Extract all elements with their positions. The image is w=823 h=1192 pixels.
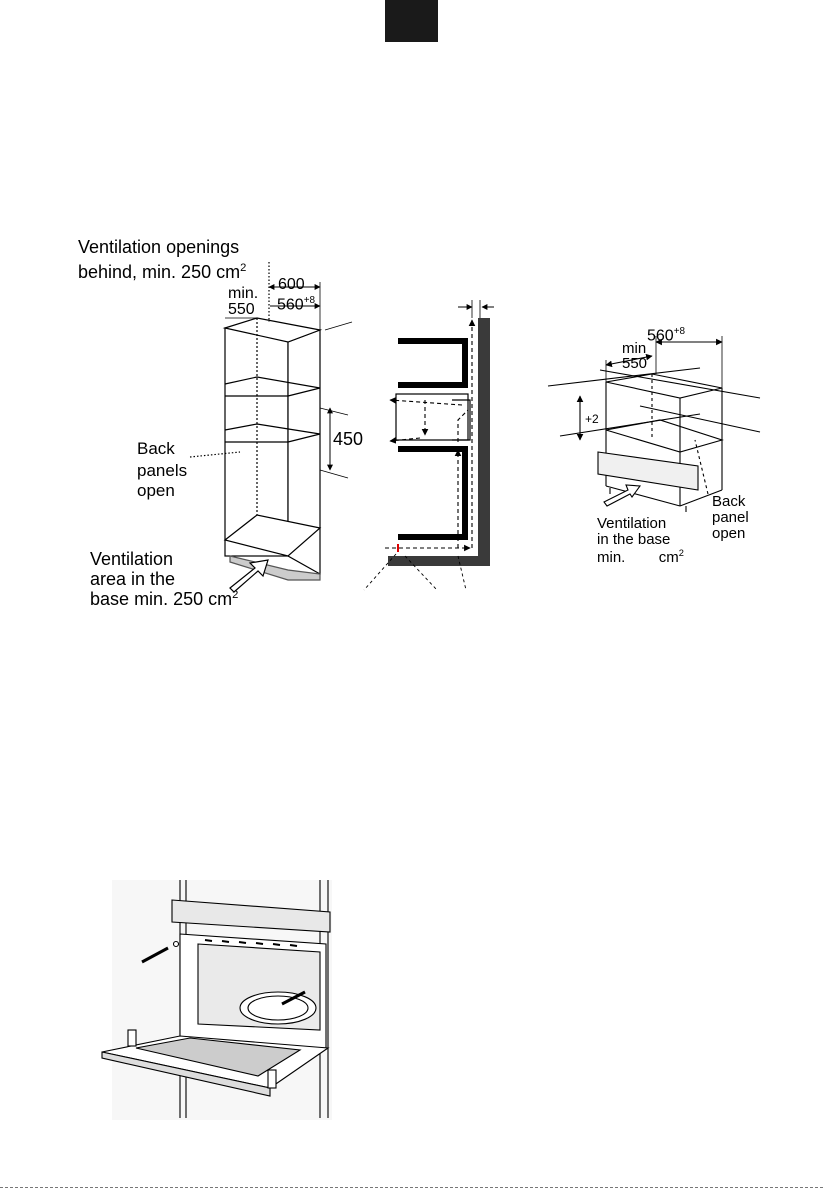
cross-section-drawing [364, 300, 494, 590]
base-unit-airflow-arrow [604, 485, 640, 506]
base-unit-drawing [548, 336, 760, 512]
tall-cabinet-drawing [190, 262, 352, 580]
page-bottom-cut-line [0, 1187, 823, 1188]
microwave-install-drawing [102, 880, 332, 1120]
